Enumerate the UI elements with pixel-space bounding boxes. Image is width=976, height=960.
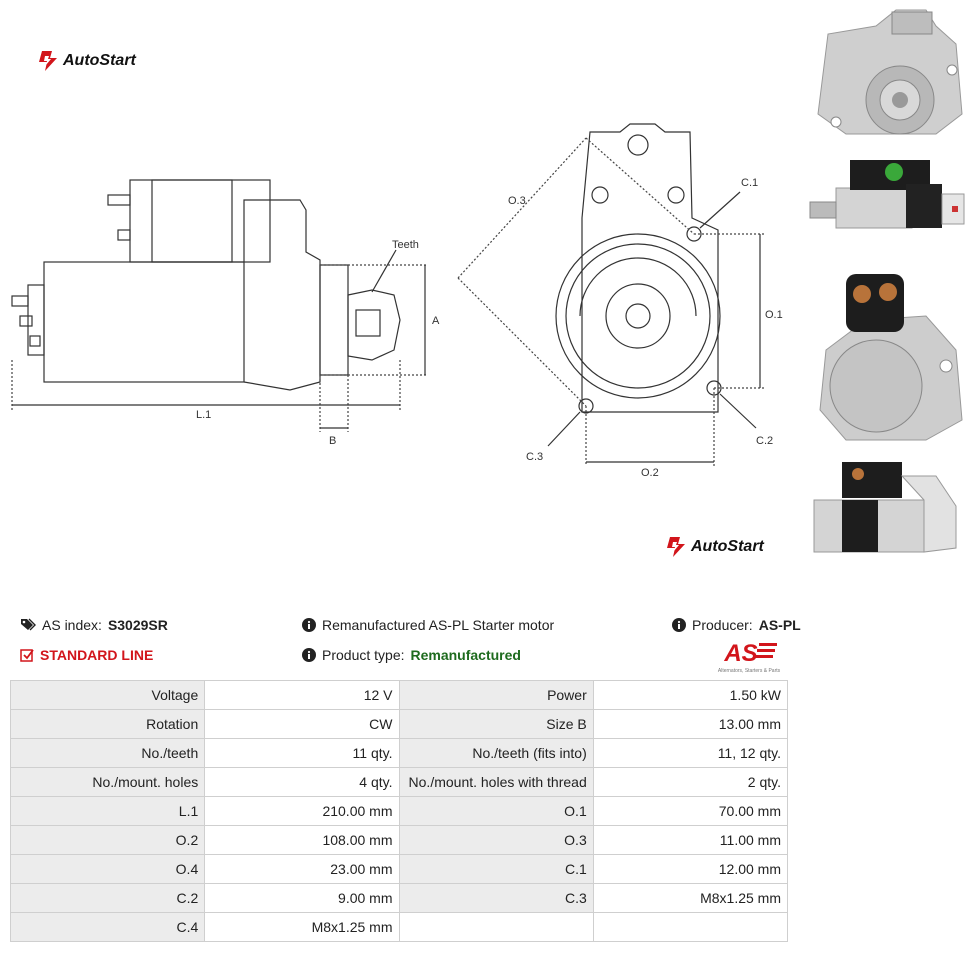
spec-value: 1.50 kW: [592, 680, 789, 710]
product-line-text: STANDARD LINE: [40, 647, 154, 663]
label-b: B: [329, 435, 336, 447]
info-icon: [672, 618, 686, 632]
solenoid: [129, 179, 271, 263]
brand-logo-top: AutoStart: [36, 50, 136, 72]
label-o1: O.1: [765, 309, 783, 321]
label-o3: O.3: [508, 195, 526, 207]
label-o2: O.2: [641, 467, 659, 479]
spec-value: 70.00 mm: [592, 796, 789, 826]
spec-value: 12.00 mm: [592, 854, 789, 884]
label-c3: C.3: [526, 451, 543, 463]
product-type: Product type: Remanufactured: [302, 647, 521, 663]
product-description: Remanufactured AS-PL Starter motor: [302, 617, 554, 633]
photo-side-view: [809, 160, 965, 229]
pinion: [347, 289, 401, 361]
as-pl-logo: AS Alternators, Starters & Parts: [706, 640, 792, 674]
tags-icon: [21, 618, 36, 631]
checkbox-icon: [20, 649, 34, 662]
label-c2: C.2: [756, 435, 773, 447]
producer: Producer: AS-PL: [672, 617, 801, 633]
label-a: A: [432, 315, 440, 327]
spec-key: Voltage: [9, 680, 206, 710]
spec-key: No./mount. holes with thread: [398, 767, 594, 797]
brand-logo-bottom: AutoStart: [664, 536, 764, 558]
spec-value: 23.00 mm: [204, 854, 400, 884]
brand-logo-icon: [667, 537, 685, 557]
brand-logo-text: AutoStart: [63, 52, 136, 69]
spec-value: CW: [204, 709, 400, 739]
spec-value: 13.00 mm: [592, 709, 789, 739]
product-line: STANDARD LINE: [20, 647, 153, 663]
as-index: AS index: S3029SR: [20, 617, 168, 633]
spec-key: Rotation: [9, 709, 206, 739]
spec-value: 2 qty.: [592, 767, 789, 797]
hole-c1: [686, 226, 702, 242]
spec-value: 108.00 mm: [204, 825, 400, 855]
spec-key: O.4: [9, 854, 206, 884]
as-logo-mark: AS: [723, 640, 777, 667]
spec-key: O.1: [398, 796, 594, 826]
drive-housing: [243, 199, 321, 391]
spec-value: 12 V: [204, 680, 400, 710]
description-text: Remanufactured AS-PL Starter motor: [322, 617, 555, 633]
info-icon: [302, 618, 316, 632]
spec-key: Power: [398, 680, 594, 710]
photo-angle-view: [813, 462, 957, 553]
technical-drawing: Teeth A B L.1 O.1 O.2 O.3 C.1 C.2 C.3: [11, 123, 783, 479]
spec-key: C.4: [9, 912, 206, 942]
front-ring-outer: [555, 233, 721, 399]
spec-key: C.1: [398, 854, 594, 884]
brand-logo-text: AutoStart: [691, 538, 764, 555]
spec-key: No./mount. holes: [9, 767, 206, 797]
spec-key: C.2: [9, 883, 206, 913]
spec-value: [592, 912, 789, 942]
spec-value: 9.00 mm: [204, 883, 400, 913]
spec-key: [398, 912, 594, 942]
spec-value: M8x1.25 mm: [592, 883, 789, 913]
spec-value: 11 qty.: [204, 738, 400, 768]
product-type-label: Product type:: [322, 647, 405, 663]
spec-value: 11, 12 qty.: [592, 738, 789, 768]
label-teeth: Teeth: [392, 239, 419, 251]
info-icon: [302, 648, 316, 662]
spec-value: 4 qty.: [204, 767, 400, 797]
spec-value: M8x1.25 mm: [204, 912, 400, 942]
spec-key: L.1: [9, 796, 206, 826]
label-l1: L.1: [196, 409, 211, 421]
svg-text:AS: AS: [723, 640, 757, 664]
hole-c2: [706, 380, 722, 396]
motor-body: [43, 261, 245, 383]
spec-key: O.3: [398, 825, 594, 855]
producer-label: Producer:: [692, 617, 753, 633]
spec-key: O.2: [9, 825, 206, 855]
as-index-value: S3029SR: [107, 617, 168, 633]
brand-logo-icon: [39, 51, 57, 71]
photo-rear-view: [819, 274, 963, 441]
as-index-label: AS index:: [42, 617, 102, 633]
spec-key: Size B: [398, 709, 594, 739]
spec-value: 11.00 mm: [592, 825, 789, 855]
as-logo-tagline: Alternators, Starters & Parts: [717, 668, 781, 674]
spec-key: No./teeth: [9, 738, 206, 768]
producer-value: AS-PL: [758, 617, 801, 633]
spec-key: No./teeth (fits into): [398, 738, 594, 768]
front-flange: [581, 123, 719, 413]
photo-front-view: [806, 4, 970, 140]
spec-key: C.3: [398, 883, 594, 913]
product-type-value: Remanufactured: [410, 647, 521, 663]
spec-value: 210.00 mm: [204, 796, 400, 826]
hole-c3: [578, 398, 594, 414]
label-c1: C.1: [741, 177, 758, 189]
